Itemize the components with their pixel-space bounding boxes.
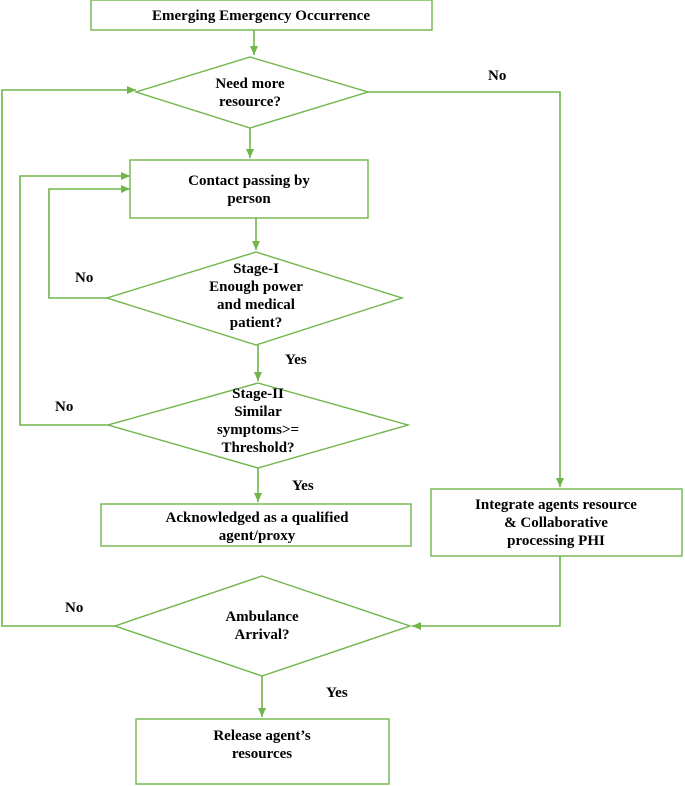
label-line: patient? xyxy=(230,315,283,331)
release-box xyxy=(135,718,390,785)
stage2-yes-label: Yes xyxy=(292,478,314,494)
node-stage2: Stage-II Similar symptoms>= Threshold? xyxy=(105,382,411,469)
node-stage1: Stage-I Enough power and medical patient? xyxy=(104,251,405,346)
label-line: Enough power xyxy=(209,279,303,295)
acknowledged-box xyxy=(100,503,412,547)
label-line: processing PHI xyxy=(507,533,605,549)
label-line: Emerging Emergency Occurrence xyxy=(152,8,370,24)
label-line: Similar xyxy=(234,404,282,420)
acknowledged-label: Acknowledged as a qualified agent/proxy xyxy=(166,510,350,544)
edge-stage1-no-loop xyxy=(48,185,130,299)
ambulance-yes-label: Yes xyxy=(326,685,348,701)
need-more-label: Need more resource? xyxy=(215,76,285,110)
label-line: agent/proxy xyxy=(219,528,296,544)
edge-stage2-no-loop xyxy=(19,172,130,426)
start-box xyxy=(90,0,433,31)
label-line: Arrival? xyxy=(235,627,290,643)
stage2-no-label: No xyxy=(55,399,73,415)
label-line: person xyxy=(227,191,271,207)
node-integrate: Integrate agents resource & Collaborative… xyxy=(430,488,683,557)
label-line: Stage-II xyxy=(232,386,284,402)
label-line: resource? xyxy=(219,94,281,110)
stage2-label: Stage-II Similar symptoms>= Threshold? xyxy=(217,386,299,456)
stage1-no-label: No xyxy=(75,270,93,286)
contact-box xyxy=(129,159,369,219)
label-line: symptoms>= xyxy=(217,422,299,438)
node-contact: Contact passing by person xyxy=(129,159,369,219)
edge-ambulance-no-to-need-more xyxy=(1,86,136,627)
edge-need-more-no-to-integrate xyxy=(368,91,564,487)
start-label: Emerging Emergency Occurrence xyxy=(152,8,370,24)
stage1-diamond xyxy=(104,251,405,346)
label-line: Integrate agents resource xyxy=(475,497,637,513)
label-line: Threshold? xyxy=(221,440,294,456)
node-release: Release agent’s resources xyxy=(135,718,390,785)
release-label: Release agent’s resources xyxy=(213,728,310,762)
label-line: Stage-I xyxy=(233,261,279,277)
need-more-no-label: No xyxy=(488,68,506,84)
ambulance-diamond xyxy=(112,575,413,677)
label-line: Acknowledged as a qualified xyxy=(166,510,350,526)
edge-integrate-to-ambulance xyxy=(412,556,561,630)
label-line: Contact passing by xyxy=(188,173,310,189)
need-more-diamond xyxy=(133,56,371,129)
label-line: Release agent’s xyxy=(213,728,310,744)
label-line: Ambulance xyxy=(225,609,299,625)
label-line: Need more xyxy=(215,76,285,92)
stage1-label: Stage-I Enough power and medical patient? xyxy=(209,261,303,331)
node-start: Emerging Emergency Occurrence xyxy=(90,0,433,31)
node-need-more-resource: Need more resource? xyxy=(133,56,371,129)
stage1-yes-label: Yes xyxy=(285,352,307,368)
integrate-label: Integrate agents resource & Collaborative… xyxy=(475,497,637,549)
integrate-box xyxy=(430,488,683,557)
contact-label: Contact passing by person xyxy=(188,173,310,207)
label-line: resources xyxy=(232,746,292,762)
stage2-diamond xyxy=(105,382,411,469)
label-line: and medical xyxy=(217,297,295,313)
label-line: & Collaborative xyxy=(504,515,608,531)
ambulance-no-label: No xyxy=(65,600,83,616)
node-acknowledged: Acknowledged as a qualified agent/proxy xyxy=(100,503,412,547)
